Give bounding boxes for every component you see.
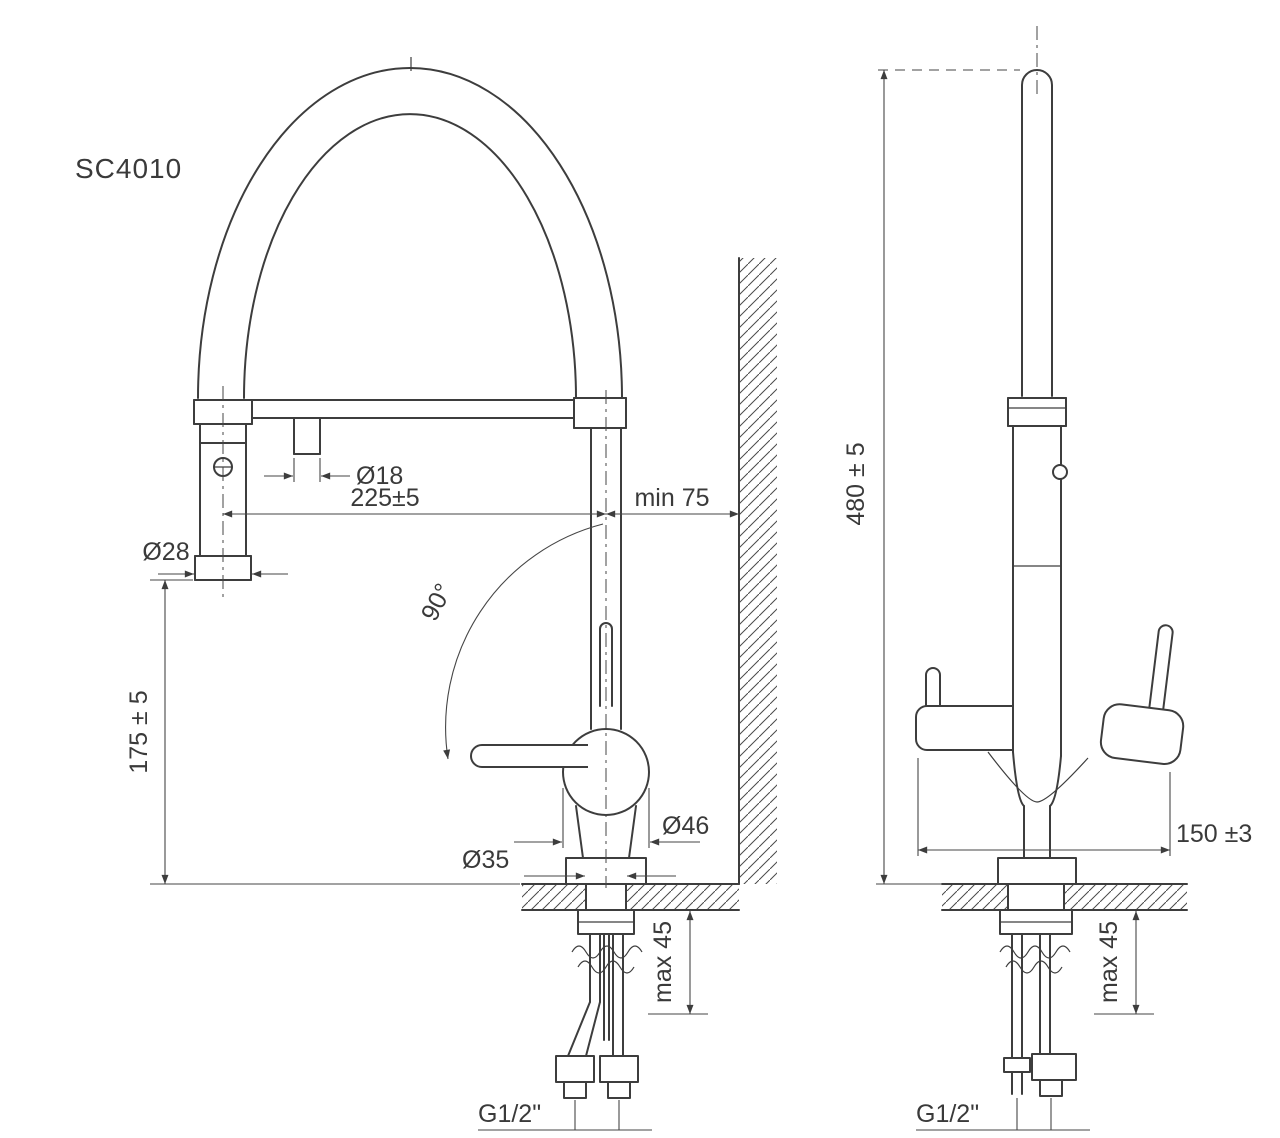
dim-thread-front: G1/2" [478,1100,541,1128]
model-label: SC4010 [75,153,182,184]
side-left-handle [915,667,1014,751]
dim-min-wall: min 75 [634,484,709,512]
under-counter-front [555,909,643,1099]
support-bar [251,399,575,455]
dim-total-height: 480 ± 5 [842,442,870,525]
dim-body-dia: Ø46 [662,812,709,840]
dim-height-under-spray: 175 ± 5 [125,690,153,773]
dim-max-thickness-front: max 45 [649,921,677,1003]
dim-hole-dia: Ø35 [462,846,509,874]
dim-depth: 150 ±3 [1176,820,1252,848]
wall-section [738,257,777,885]
dim-spray-head-dia: Ø28 [142,538,189,566]
side-body-base [987,751,1089,885]
dim-thread-side: G1/2" [916,1100,979,1128]
side-dimensions: 480 ± 5 150 ±3 max 45 G1/2" [842,70,1252,1131]
front-view: Ø18 225±5 min 75 Ø28 175 ± 5 90° Ø46 Ø35 [125,57,777,1131]
dim-spray-connector-dia: Ø18 [356,462,403,490]
countertop-side [941,883,1188,911]
dim-max-thickness-side: max 45 [1095,921,1123,1003]
dim-rotation-angle: 90° [416,579,458,626]
side-right-handle [1099,624,1185,765]
side-view: 480 ± 5 150 ±3 max 45 G1/2" [842,26,1252,1131]
side-spout-column [878,26,1068,757]
flexible-hose-arc [197,57,623,399]
spout-column [573,397,627,730]
under-counter-side [999,909,1077,1097]
dim-reach: 225±5 [350,484,419,512]
countertop-front [521,883,740,911]
